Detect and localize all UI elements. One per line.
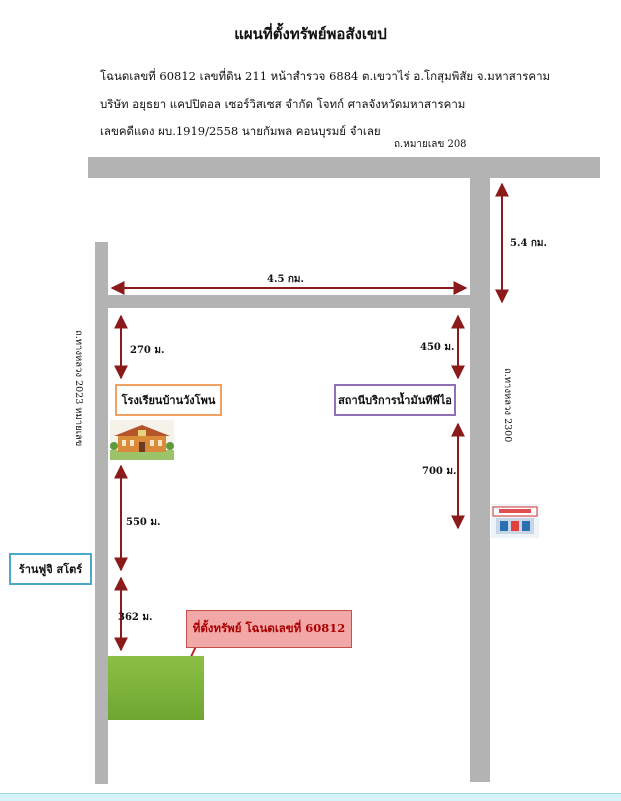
- gas-station-icon: [491, 504, 539, 538]
- shop-label: ร้านฟูจิ สโตร์: [9, 553, 92, 585]
- distance-horizontal: 4.5 กม.: [267, 274, 305, 285]
- distance-left-top: 270 ม.: [130, 345, 165, 356]
- distance-left-bottom: 362 ม.: [118, 612, 153, 623]
- distance-right-top: 450 ม.: [420, 342, 455, 353]
- left-road: [95, 242, 108, 784]
- distance-left-middle: 550 ม.: [126, 517, 161, 528]
- top-road-label: ถ.หมายเลข 208: [394, 139, 467, 150]
- middle-road: [95, 295, 490, 308]
- bottom-bar: [0, 793, 621, 801]
- page-title: แผนที่ตั้งทรัพย์พอสังเขป: [234, 25, 387, 43]
- info-line-3: เลขคดีแดง ผบ.1919/2558 นายกัมพล คอนบุรมย…: [100, 124, 381, 138]
- property-label: ที่ตั้งทรัพย์ โฉนดเลขที่ 60812: [186, 610, 352, 648]
- info-line-1: โฉนดเลขที่ 60812 เลขที่ดิน 211 หน้าสำรวจ…: [100, 69, 551, 83]
- info-line-2: บริษัท อยุธยา แคปปิตอล เซอร์วิสเซส จำกัด…: [100, 97, 466, 111]
- school-building-icon: [110, 420, 174, 460]
- school-label: โรงเรียนบ้านวังโพน: [115, 384, 222, 416]
- gas-station-label: สถานีบริการน้ำมันทีพีไอ: [334, 384, 456, 416]
- distance-top-right: 5.4 กม.: [510, 238, 548, 249]
- property-plot: [108, 656, 204, 720]
- right-road: [470, 157, 490, 782]
- distance-right-middle: 700 ม.: [422, 466, 457, 477]
